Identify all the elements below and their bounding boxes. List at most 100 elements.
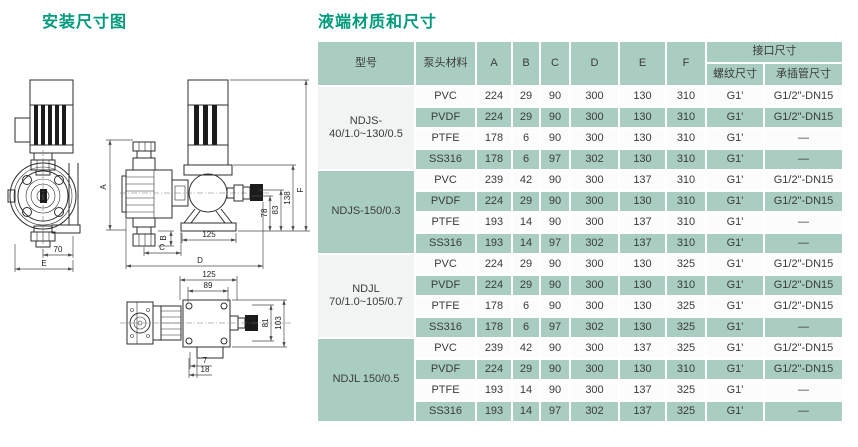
value-b-cell: 6 — [513, 150, 539, 169]
header-dim-a: A — [477, 42, 511, 85]
value-a-cell: 178 — [477, 318, 511, 337]
value-f-cell: 325 — [667, 255, 705, 274]
material-cell: PVC — [416, 255, 475, 274]
material-cell: PTFE — [416, 381, 475, 400]
installation-diagram-title: 安装尺寸图 — [42, 14, 128, 31]
dim-7: 7 — [203, 356, 208, 365]
dim-18: 18 — [201, 365, 210, 374]
value-f-cell: 325 — [667, 402, 705, 421]
value-b-cell: 29 — [513, 276, 539, 295]
value-a-cell: 178 — [477, 129, 511, 148]
socket-size-cell: — — [765, 318, 842, 337]
value-a-cell: 224 — [477, 108, 511, 127]
value-b-cell: 14 — [513, 381, 539, 400]
value-e-cell: 137 — [620, 381, 665, 400]
socket-size-cell: — — [765, 234, 842, 253]
value-b-cell: 14 — [513, 234, 539, 253]
value-c-cell: 90 — [541, 108, 569, 127]
value-c-cell: 90 — [541, 129, 569, 148]
value-e-cell: 137 — [620, 213, 665, 232]
side-view: A — [99, 79, 310, 269]
thread-size-cell: G1' — [707, 381, 763, 400]
value-c-cell: 97 — [541, 318, 569, 337]
header-dim-b: B — [513, 42, 539, 85]
thread-size-cell: G1' — [707, 276, 763, 295]
dim-b: B — [159, 235, 168, 240]
value-d-cell: 300 — [571, 87, 618, 106]
value-c-cell: 90 — [541, 171, 569, 190]
value-e-cell: 130 — [620, 318, 665, 337]
value-f-cell: 310 — [667, 192, 705, 211]
material-cell: PVDF — [416, 360, 475, 379]
value-e-cell: 130 — [620, 255, 665, 274]
value-a-cell: 178 — [477, 297, 511, 316]
material-cell: PVDF — [416, 276, 475, 295]
material-cell: PVC — [416, 87, 475, 106]
dim-89: 89 — [204, 281, 213, 290]
dim-e: E — [41, 259, 46, 268]
header-dim-f: F — [667, 42, 705, 85]
socket-size-cell: G1/2"-DN15 — [765, 192, 842, 211]
value-c-cell: 90 — [541, 297, 569, 316]
value-b-cell: 29 — [513, 108, 539, 127]
value-d-cell: 300 — [571, 192, 618, 211]
socket-size-cell: — — [765, 129, 842, 148]
value-d-cell: 300 — [571, 381, 618, 400]
value-f-cell: 310 — [667, 360, 705, 379]
dim-c: C — [159, 243, 165, 252]
value-e-cell: 130 — [620, 150, 665, 169]
socket-size-cell: — — [765, 150, 842, 169]
material-cell: PVC — [416, 171, 475, 190]
value-a-cell: 224 — [477, 255, 511, 274]
value-b-cell: 42 — [513, 339, 539, 358]
value-f-cell: 325 — [667, 381, 705, 400]
value-f-cell: 310 — [667, 150, 705, 169]
thread-size-cell: G1' — [707, 255, 763, 274]
value-d-cell: 300 — [571, 339, 618, 358]
thread-size-cell: G1' — [707, 213, 763, 232]
value-d-cell: 300 — [571, 360, 618, 379]
material-cell: SS316 — [416, 402, 475, 421]
header-thread-size: 螺纹尺寸 — [707, 64, 763, 85]
value-f-cell: 325 — [667, 297, 705, 316]
dim-f: F — [296, 187, 305, 192]
value-c-cell: 97 — [541, 234, 569, 253]
socket-size-cell: G1/2"-DN15 — [765, 171, 842, 190]
value-c-cell: 90 — [541, 255, 569, 274]
dim-78: 78 — [260, 208, 269, 217]
value-d-cell: 300 — [571, 213, 618, 232]
value-d-cell: 302 — [571, 150, 618, 169]
value-c-cell: 97 — [541, 402, 569, 421]
value-e-cell: 137 — [620, 171, 665, 190]
value-b-cell: 6 — [513, 129, 539, 148]
dim-103: 103 — [274, 316, 283, 330]
value-b-cell: 6 — [513, 318, 539, 337]
socket-size-cell: G1/2"-DN15 — [765, 255, 842, 274]
thread-size-cell: G1' — [707, 87, 763, 106]
thread-size-cell: G1' — [707, 129, 763, 148]
value-b-cell: 14 — [513, 402, 539, 421]
value-c-cell: 90 — [541, 339, 569, 358]
thread-size-cell: G1' — [707, 318, 763, 337]
value-a-cell: 193 — [477, 234, 511, 253]
header-model: 型号 — [318, 42, 414, 85]
value-a-cell: 193 — [477, 402, 511, 421]
value-b-cell: 42 — [513, 171, 539, 190]
value-f-cell: 325 — [667, 339, 705, 358]
material-cell: PTFE — [416, 129, 475, 148]
value-c-cell: 90 — [541, 381, 569, 400]
dim-81: 81 — [261, 318, 270, 327]
thread-size-cell: G1' — [707, 171, 763, 190]
front-view: 70 E — [7, 79, 81, 272]
